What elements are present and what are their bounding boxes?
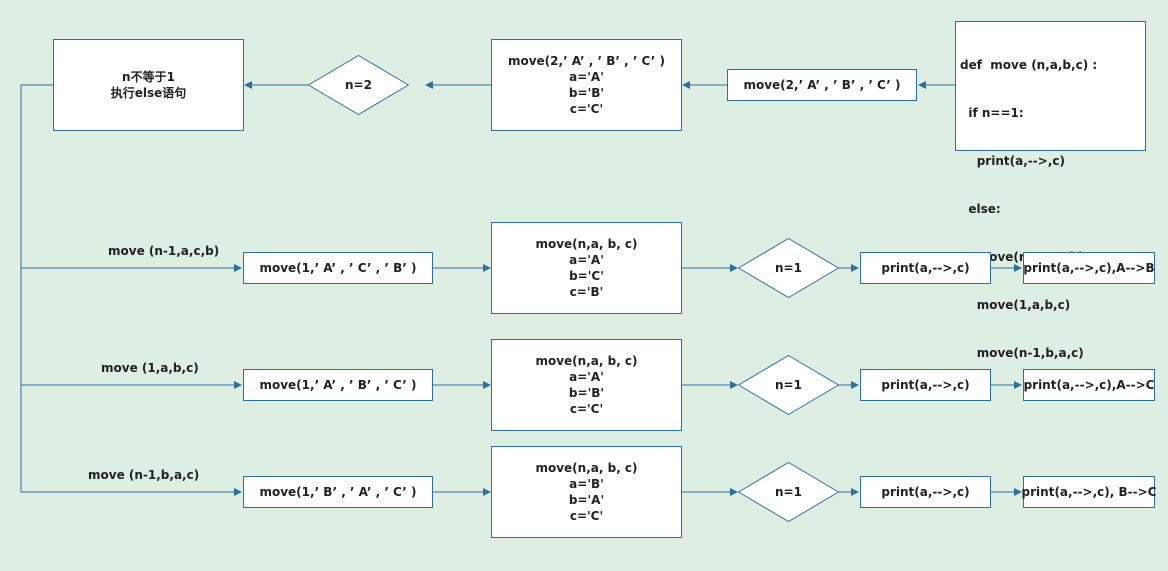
- frame-line: move(n,a, b, c): [535, 354, 638, 368]
- frame-line: a='A': [569, 253, 604, 267]
- frame-line: c='B': [569, 285, 604, 299]
- top-frame-box: move(2,’ A’ , ’ B’ , ’ C’ ) a='A' b='B' …: [491, 39, 682, 131]
- code-line: def move (n,a,b,c) :: [960, 58, 1098, 72]
- branch-frame-box: move(n,a, b, c) a='A' b='C' c='B': [491, 222, 682, 314]
- branch-frame-box: move(n,a, b, c) a='B' b='A' c='C': [491, 446, 682, 538]
- frame-line: a='B': [569, 477, 604, 491]
- result-line: 执行else语句: [110, 86, 187, 100]
- branch-label: move (n-1,a,c,b): [108, 244, 220, 258]
- action-text: print(a,-->,c): [881, 378, 970, 392]
- frame-line: c='C': [569, 402, 604, 416]
- frame-line: move(n,a, b, c): [535, 237, 638, 251]
- frame-line: move(2,’ A’ , ’ B’ , ’ C’ ): [507, 54, 666, 68]
- action-text: print(a,-->,c): [881, 261, 970, 275]
- branch-action-box: print(a,-->,c): [860, 369, 991, 401]
- action-text: print(a,-->,c): [881, 485, 970, 499]
- branch-condition-diamond: n=1: [738, 238, 839, 298]
- branch-action-box: print(a,-->,c): [860, 252, 991, 284]
- output-text: print(a,-->,c), B-->C: [1021, 485, 1157, 499]
- branch-call-text: move(1,’ B’ , ’ A’ , ’ C’ ): [259, 485, 417, 499]
- code-line: move(1,a,b,c): [960, 298, 1071, 312]
- code-line: print(a,-->,c): [960, 154, 1065, 168]
- result-line: n不等于1: [122, 70, 175, 84]
- branch-frame-box: move(n,a, b, c) a='A' b='B' c='C': [491, 339, 682, 431]
- code-line: if n==1:: [960, 106, 1024, 120]
- frame-line: b='B': [568, 386, 605, 400]
- condition-text: n=1: [775, 261, 802, 275]
- frame-line: b='B': [568, 86, 605, 100]
- top-result-box: n不等于1 执行else语句: [53, 39, 244, 131]
- top-call-text: move(2,’ A’ , ’ B’ , ’ C’ ): [743, 78, 901, 92]
- branch-call-box: move(1,’ A’ , ’ C’ , ’ B’ ): [243, 252, 433, 284]
- branch-call-text: move(1,’ A’ , ’ C’ , ’ B’ ): [259, 261, 417, 275]
- branch-output-box: print(a,-->,c),A-->C: [1023, 369, 1155, 401]
- frame-line: a='A': [569, 70, 604, 84]
- branch-output-box: print(a,-->,c), B-->C: [1021, 476, 1157, 508]
- branch-condition-diamond: n=1: [738, 462, 839, 522]
- frame-line: move(n,a, b, c): [535, 461, 638, 475]
- branch-call-box: move(1,’ A’ , ’ B’ , ’ C’ ): [243, 369, 433, 401]
- output-text: print(a,-->,c),A-->C: [1023, 378, 1155, 392]
- branch-condition-diamond: n=1: [738, 355, 839, 415]
- branch-call-box: move(1,’ B’ , ’ A’ , ’ C’ ): [243, 476, 433, 508]
- code-line: move(n-1,b,a,c): [960, 346, 1084, 360]
- output-text: print(a,-->,c),A-->B: [1023, 261, 1155, 275]
- condition-text: n=2: [345, 78, 372, 92]
- frame-line: c='C': [569, 509, 604, 523]
- branch-call-text: move(1,’ A’ , ’ B’ , ’ C’ ): [259, 378, 417, 392]
- branch-label: move (1,a,b,c): [101, 361, 199, 375]
- branch-output-box: print(a,-->,c),A-->B: [1023, 252, 1155, 284]
- condition-text: n=1: [775, 485, 802, 499]
- frame-line: b='C': [569, 269, 604, 283]
- code-block: def move (n,a,b,c) : if n==1: print(a,--…: [955, 21, 1146, 360]
- frame-line: c='C': [569, 102, 604, 116]
- top-call-box: move(2,’ A’ , ’ B’ , ’ C’ ): [727, 69, 917, 101]
- branch-action-box: print(a,-->,c): [860, 476, 991, 508]
- code-line: else:: [960, 202, 1001, 216]
- condition-text: n=1: [775, 378, 802, 392]
- frame-line: a='A': [569, 370, 604, 384]
- frame-line: b='A': [568, 493, 605, 507]
- trunk-line: [20, 84, 53, 492]
- branch-label: move (n-1,b,a,c): [88, 468, 200, 482]
- top-condition-diamond: n=2: [308, 55, 409, 115]
